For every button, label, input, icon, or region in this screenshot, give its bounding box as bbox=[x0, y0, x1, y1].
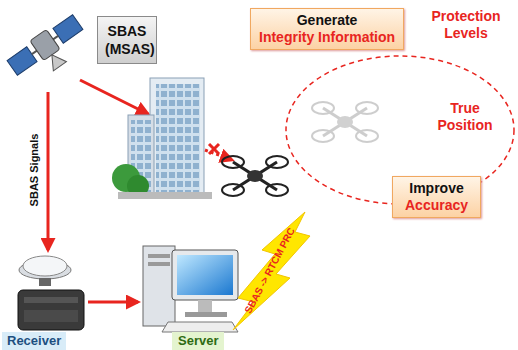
node-text: Generate bbox=[259, 12, 395, 29]
data-arrow bbox=[88, 301, 138, 304]
receiver bbox=[18, 256, 84, 330]
server bbox=[143, 246, 238, 332]
signal-arrow bbox=[80, 80, 148, 114]
conversion-label: SBAS -> RTCM PRC bbox=[243, 225, 297, 314]
node-text: Accuracy bbox=[405, 197, 468, 214]
node-text: Server bbox=[178, 333, 218, 349]
signal-label: SBAS Signals bbox=[28, 134, 40, 207]
server-label: Server bbox=[172, 332, 224, 350]
node-text: Protection Levels bbox=[426, 8, 506, 42]
building bbox=[112, 78, 212, 199]
receiver-label: Receiver bbox=[2, 332, 66, 350]
result-box: ImproveAccuracy bbox=[392, 176, 481, 218]
drone bbox=[222, 156, 288, 196]
node-text: True Position bbox=[432, 100, 498, 134]
satellite bbox=[5, 12, 92, 89]
node-text: SBAS (MSAS) bbox=[105, 22, 149, 58]
true-position-drone bbox=[312, 102, 378, 142]
signal-arrow bbox=[47, 92, 50, 250]
block-mark bbox=[209, 144, 219, 154]
node-text: Integrity Information bbox=[259, 29, 395, 46]
node-text: Improve bbox=[405, 180, 468, 197]
lightning-bolt bbox=[233, 212, 310, 330]
sbas-box: SBAS (MSAS) bbox=[97, 16, 157, 64]
process-box: GenerateIntegrity Information bbox=[250, 8, 404, 50]
node-text: Receiver bbox=[7, 333, 61, 349]
